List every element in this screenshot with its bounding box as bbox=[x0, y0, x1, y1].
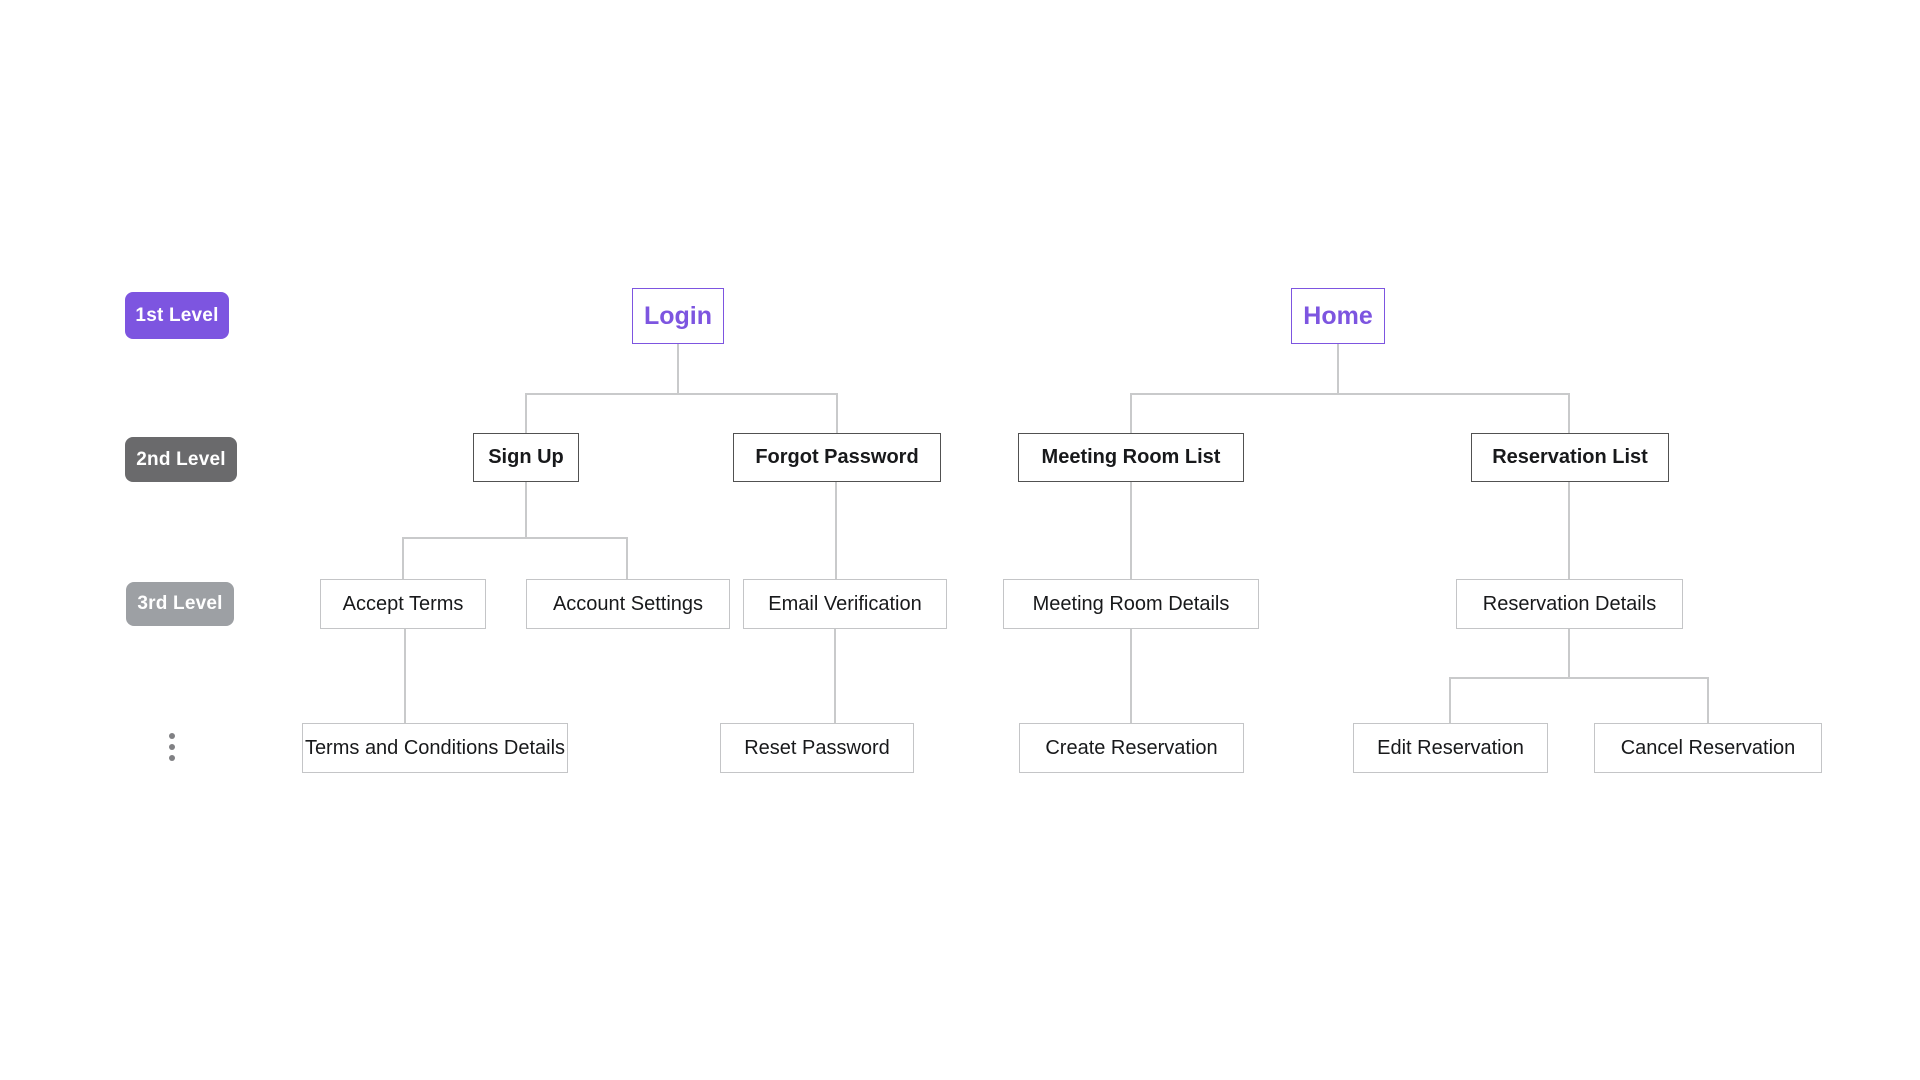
vertical-ellipsis-icon bbox=[169, 733, 175, 761]
connector-to-cancel-reservation bbox=[1707, 677, 1709, 723]
connector-to-reservation-details bbox=[1568, 482, 1570, 579]
node-meeting-room-list[interactable]: Meeting Room List bbox=[1018, 433, 1244, 482]
connector-to-meeting-room-details bbox=[1130, 482, 1132, 579]
connector-sign-up-stem bbox=[525, 482, 527, 538]
node-login[interactable]: Login bbox=[632, 288, 724, 344]
ellipsis-dot bbox=[169, 744, 175, 750]
connector-reservation-details-children-bar bbox=[1449, 677, 1709, 679]
badge-3rd-level: 3rd Level bbox=[126, 582, 234, 626]
connector-login-children-bar bbox=[525, 393, 837, 395]
connector-to-reset-password bbox=[834, 629, 836, 723]
connector-to-meeting-room-list bbox=[1130, 393, 1132, 433]
badge-2nd-level: 2nd Level bbox=[125, 437, 237, 482]
node-edit-reservation[interactable]: Edit Reservation bbox=[1353, 723, 1548, 773]
connector-to-account-settings bbox=[626, 537, 628, 579]
connector-to-reservation-list bbox=[1568, 393, 1570, 433]
connector-home-stem bbox=[1337, 344, 1339, 394]
node-reservation-details[interactable]: Reservation Details bbox=[1456, 579, 1683, 629]
node-account-settings[interactable]: Account Settings bbox=[526, 579, 730, 629]
node-reservation-list[interactable]: Reservation List bbox=[1471, 433, 1669, 482]
node-terms-and-conditions-details[interactable]: Terms and Conditions Details bbox=[302, 723, 568, 773]
connector-to-create-reservation bbox=[1130, 629, 1132, 723]
ellipsis-dot bbox=[169, 733, 175, 739]
connector-to-sign-up bbox=[525, 393, 527, 433]
connector-to-terms-and-conditions-details bbox=[404, 629, 406, 723]
node-cancel-reservation[interactable]: Cancel Reservation bbox=[1594, 723, 1822, 773]
node-home[interactable]: Home bbox=[1291, 288, 1385, 344]
connector-to-edit-reservation bbox=[1449, 677, 1451, 723]
node-accept-terms[interactable]: Accept Terms bbox=[320, 579, 486, 629]
node-forgot-password[interactable]: Forgot Password bbox=[733, 433, 941, 482]
connector-home-children-bar bbox=[1130, 393, 1570, 395]
connector-to-forgot-password bbox=[836, 393, 838, 433]
connector-login-stem bbox=[677, 344, 679, 394]
node-create-reservation[interactable]: Create Reservation bbox=[1019, 723, 1244, 773]
connector-reservation-details-stem bbox=[1568, 629, 1570, 678]
ellipsis-dot bbox=[169, 755, 175, 761]
node-email-verification[interactable]: Email Verification bbox=[743, 579, 947, 629]
badge-1st-level: 1st Level bbox=[125, 292, 229, 339]
connector-sign-up-children-bar bbox=[402, 537, 628, 539]
node-meeting-room-details[interactable]: Meeting Room Details bbox=[1003, 579, 1259, 629]
connector-to-email-verification bbox=[835, 482, 837, 579]
connector-to-accept-terms bbox=[402, 537, 404, 579]
node-sign-up[interactable]: Sign Up bbox=[473, 433, 579, 482]
node-reset-password[interactable]: Reset Password bbox=[720, 723, 914, 773]
